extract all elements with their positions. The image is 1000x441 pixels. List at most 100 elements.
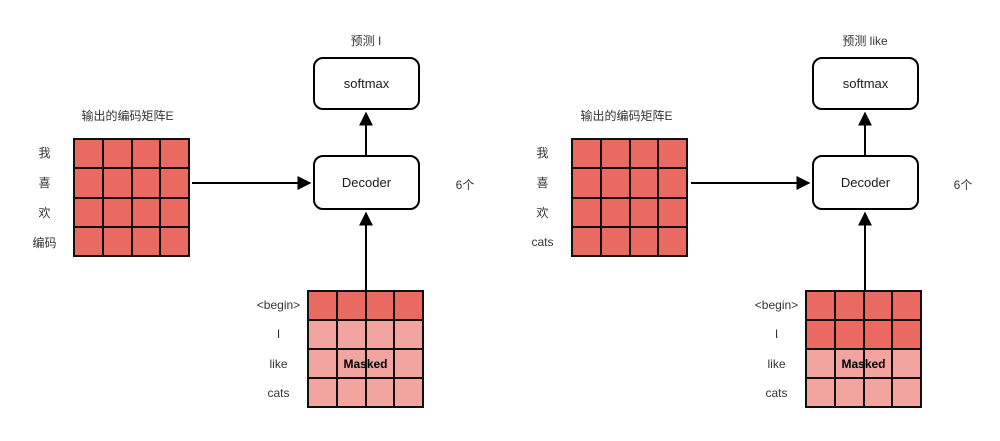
matrix-cell xyxy=(103,198,131,226)
matrix-row xyxy=(309,350,422,377)
matrix-cell xyxy=(132,169,160,197)
row-label: 编码 xyxy=(32,235,57,250)
matrix-cell xyxy=(337,379,365,406)
matrix-cell xyxy=(103,140,131,168)
matrix-cell xyxy=(75,169,102,197)
row-label: 我 xyxy=(536,146,549,161)
matrix-cell xyxy=(630,227,658,255)
matrix-cell xyxy=(309,321,336,348)
matrix-cell xyxy=(75,198,102,226)
masked-label-step2: Masked xyxy=(841,357,886,371)
encoder-matrix-step1: 我 喜 欢 编码 xyxy=(16,138,190,257)
matrix-cell xyxy=(395,350,422,377)
matrix-cell xyxy=(103,169,131,197)
matrix-cell xyxy=(835,321,863,348)
encoder-row-labels: 我 喜 欢 编码 xyxy=(16,138,73,257)
matrix-cell xyxy=(893,292,920,319)
masked-label-step1: Masked xyxy=(343,357,388,371)
matrix-cell xyxy=(601,140,629,168)
row-label: 欢 xyxy=(38,205,51,220)
row-label: I xyxy=(774,327,779,342)
matrix-row xyxy=(807,292,920,319)
matrix-row xyxy=(807,321,920,348)
matrix-cell xyxy=(573,169,600,197)
matrix-cell xyxy=(630,140,658,168)
matrix-row xyxy=(75,169,188,197)
matrix-cell xyxy=(573,198,600,226)
decoder-box-step2: Decoder xyxy=(812,155,919,210)
matrix-row xyxy=(807,379,920,406)
matrix-cell xyxy=(161,227,188,255)
row-label: 欢 xyxy=(536,205,549,220)
matrix-cell xyxy=(630,198,658,226)
row-label: <begin> xyxy=(754,297,799,312)
matrix-cell xyxy=(835,292,863,319)
matrix-cell xyxy=(132,198,160,226)
matrix-cell xyxy=(337,292,365,319)
prediction-label-step1: 预测 I xyxy=(350,34,382,48)
matrix-cell xyxy=(309,292,336,319)
matrix-cell xyxy=(132,227,160,255)
matrix-cell xyxy=(893,321,920,348)
matrix-row xyxy=(573,140,686,168)
matrix-cell xyxy=(337,350,365,377)
matrix-row xyxy=(807,350,920,377)
matrix-cell xyxy=(630,169,658,197)
matrix-cell xyxy=(807,350,834,377)
encoder-matrix-title-step2: 输出的编码矩阵E xyxy=(580,109,673,123)
encoder-row-labels: 我 喜 欢 cats xyxy=(514,138,571,257)
matrix-row xyxy=(573,227,686,255)
decoder-count-label-step1: 6个 xyxy=(455,178,475,192)
matrix-cell xyxy=(864,292,892,319)
matrix-cell xyxy=(395,321,422,348)
row-label: <begin> xyxy=(256,297,301,312)
row-label: cats xyxy=(531,235,554,250)
matrix-cell xyxy=(807,379,834,406)
matrix-cell xyxy=(337,321,365,348)
matrix-cell xyxy=(366,350,394,377)
decoder-count-label-step2: 6个 xyxy=(953,178,973,192)
matrix-cell xyxy=(161,169,188,197)
matrix-cell xyxy=(395,292,422,319)
row-label: cats xyxy=(765,386,788,401)
matrix-cell xyxy=(807,292,834,319)
input-matrix-step1: <begin> I like cats xyxy=(250,290,424,408)
matrix-cell xyxy=(366,292,394,319)
matrix-row xyxy=(573,198,686,226)
matrix-cell xyxy=(573,227,600,255)
row-label: like xyxy=(269,356,288,371)
input-row-labels: <begin> I like cats xyxy=(250,290,307,408)
decoder-box-step1: Decoder xyxy=(313,155,420,210)
matrix-cell xyxy=(75,140,102,168)
matrix-cell xyxy=(75,227,102,255)
row-label: 喜 xyxy=(536,176,549,191)
input-matrix-grid xyxy=(307,290,424,408)
matrix-cell xyxy=(601,227,629,255)
matrix-cell xyxy=(835,379,863,406)
matrix-cell xyxy=(132,140,160,168)
encoder-matrix-step2: 我 喜 欢 cats xyxy=(514,138,688,257)
input-matrix-step2: <begin> I like cats xyxy=(748,290,922,408)
matrix-cell xyxy=(601,198,629,226)
matrix-row xyxy=(75,198,188,226)
row-label: cats xyxy=(267,386,290,401)
matrix-row xyxy=(75,140,188,168)
matrix-cell xyxy=(366,321,394,348)
matrix-cell xyxy=(161,140,188,168)
matrix-row xyxy=(573,169,686,197)
matrix-cell xyxy=(864,379,892,406)
matrix-cell xyxy=(161,198,188,226)
matrix-cell xyxy=(659,169,686,197)
matrix-cell xyxy=(601,169,629,197)
matrix-cell xyxy=(893,379,920,406)
matrix-cell xyxy=(309,350,336,377)
matrix-cell xyxy=(864,321,892,348)
matrix-cell xyxy=(893,350,920,377)
matrix-cell xyxy=(309,379,336,406)
encoder-matrix-grid xyxy=(571,138,688,257)
encoder-matrix-grid xyxy=(73,138,190,257)
softmax-box-step1: softmax xyxy=(313,57,420,110)
prediction-label-step2: 预测 like xyxy=(842,34,888,48)
matrix-row xyxy=(309,321,422,348)
